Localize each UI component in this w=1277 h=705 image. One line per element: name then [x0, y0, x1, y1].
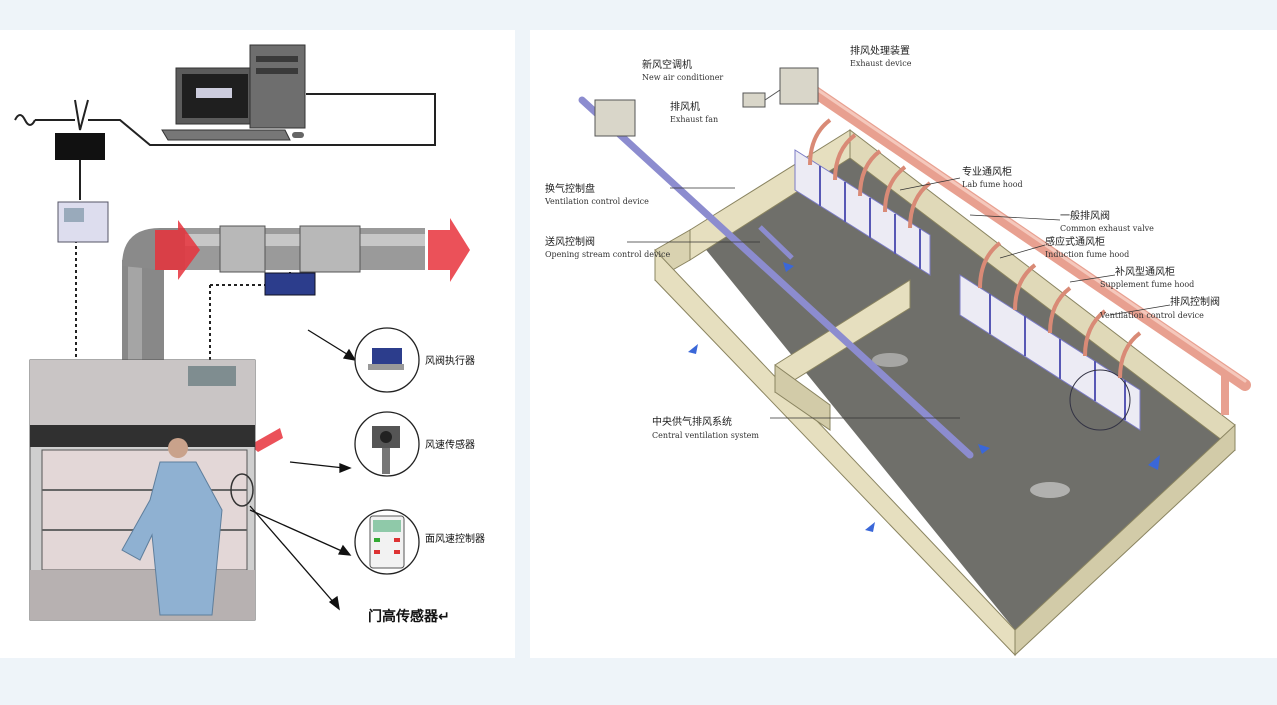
label-lab-fume-hood-en: Lab fume hood	[962, 180, 1023, 189]
label-leaders	[627, 177, 1171, 419]
label-induction-hood-en: Induction fume hood	[1045, 250, 1129, 259]
label-new-air-en: New air conditioner	[642, 73, 723, 82]
door-height-sensor-label: 门高传感器↵	[368, 608, 450, 625]
label-ventilation-control-en: Ventilation control device	[544, 197, 649, 206]
callout-labels: 新风空调机 New air conditioner 排风处理装置 Exhaust…	[544, 44, 1220, 440]
fume-hood-control-diagram: 风阀执行器 风速传感器 面风速控制器 门高传感器↵	[14, 44, 485, 625]
label-induction-hood-cn: 感应式通风柜	[1045, 235, 1105, 248]
wall-controller-icon	[57, 201, 109, 243]
label-common-exhaust-en: Common exhaust valve	[1060, 224, 1154, 233]
label-supply-valve-en: Opening stream control device	[545, 250, 671, 259]
fume-hood-icon	[29, 359, 256, 621]
label-supplement-hood-cn: 补风型通风柜	[1115, 265, 1175, 278]
room-floor	[690, 130, 1235, 630]
exhaust-fan-icon	[742, 92, 766, 108]
computer-icon	[161, 44, 306, 141]
label-new-air-cn: 新风空调机	[642, 58, 692, 71]
label-exhaust-fan-cn: 排风机	[670, 100, 700, 113]
label-central-system-cn: 中央供气排风系统	[652, 415, 732, 428]
fume-hood-row-upper	[794, 149, 931, 276]
wave-symbol	[14, 114, 36, 126]
left-diagram-panel: 风阀执行器 风速传感器 面风速控制器 门高传感器↵	[0, 30, 515, 658]
supply-duct	[578, 96, 974, 459]
label-supplement-hood-en: Supplement fume hood	[1100, 280, 1194, 289]
label-exhaust-device-en: Exhaust device	[850, 59, 912, 68]
face-velocity-controller-label: 面风速控制器	[425, 532, 485, 545]
face-velocity-controller-callout	[354, 509, 420, 575]
fume-hood-row-lower	[959, 274, 1141, 431]
hood-exhaust-connections	[808, 118, 1142, 379]
damper-actuator-label: 风阀执行器	[425, 354, 475, 367]
label-lab-fume-hood-cn: 专业通风柜	[962, 165, 1012, 178]
air-speed-sensor-label: 风速传感器	[425, 438, 475, 451]
label-supply-valve-cn: 送风控制阀	[545, 235, 595, 248]
room-walls	[654, 128, 1236, 657]
label-exhaust-fan-en: Exhaust fan	[670, 115, 718, 124]
label-exhaust-valve-cn: 排风控制阀	[1170, 295, 1220, 308]
new-air-conditioner-icon	[594, 99, 636, 137]
control-box	[55, 133, 105, 160]
label-common-exhaust-cn: 一般排风阀	[1060, 209, 1110, 222]
label-exhaust-valve-en: Ventilation control device	[1099, 311, 1204, 320]
airflow-arrows	[688, 262, 1160, 532]
person-icon	[121, 438, 223, 616]
right-diagram-panel: 新风空调机 New air conditioner 排风处理装置 Exhaust…	[530, 30, 1277, 658]
label-exhaust-device-cn: 排风处理装置	[850, 44, 910, 57]
label-ventilation-control-cn: 换气控制盘	[545, 182, 595, 195]
air-speed-sensor-callout	[354, 411, 420, 477]
label-central-system-en: Central ventilation system	[652, 431, 759, 440]
damper-actuator-callout	[354, 327, 420, 393]
exhaust-duct	[809, 86, 1251, 415]
lab-ventilation-diagram: 新风空调机 New air conditioner 排风处理装置 Exhaust…	[544, 44, 1251, 657]
pointer-arrows	[249, 329, 357, 611]
exhaust-device-icon	[779, 67, 819, 105]
